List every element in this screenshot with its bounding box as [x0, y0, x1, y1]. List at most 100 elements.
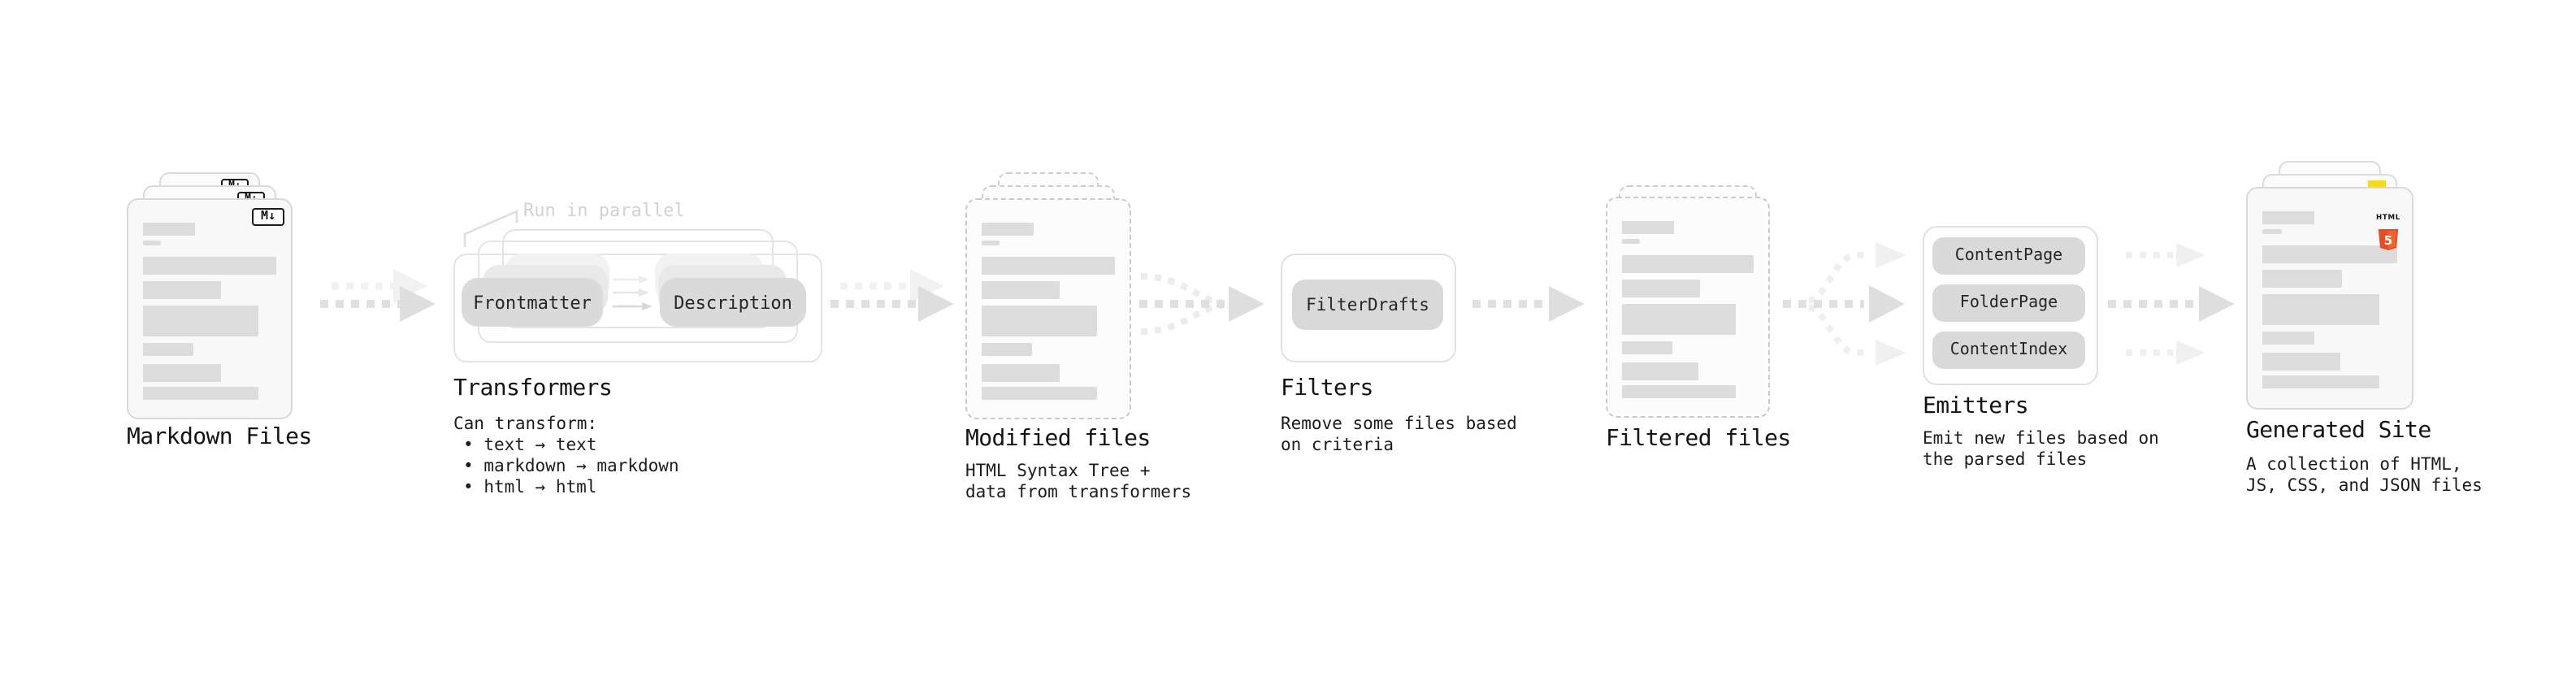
- placeholder-bar: [982, 281, 1060, 299]
- placeholder-bar: [143, 257, 276, 275]
- stage-title-emitters: Emitters: [1923, 393, 2029, 419]
- folderpage-pill: FolderPage: [1932, 284, 2085, 322]
- contentpage-pill: ContentPage: [1932, 237, 2085, 275]
- placeholder-bar: [143, 241, 162, 245]
- placeholder-text-bars: [1622, 221, 1754, 398]
- placeholder-bar: [982, 387, 1098, 400]
- arrow-body: [830, 286, 954, 322]
- filterdrafts-pill: FilterDrafts: [1292, 280, 1443, 330]
- merge-curve-top: [1140, 273, 1223, 306]
- bullet-text: text → text: [484, 436, 597, 455]
- placeholder-bar: [1622, 304, 1737, 335]
- arrow-body: [1783, 285, 1905, 323]
- fanout-branch-bottom: [1807, 304, 1906, 366]
- desc-line: HTML Syntax Tree +: [965, 462, 1151, 481]
- html5-icon: HTML 5: [2376, 195, 2400, 257]
- arrow-filtered-to-emitters: [1783, 242, 1906, 366]
- transform-bullet: markdown → markdown: [453, 457, 679, 478]
- placeholder-bar: [2262, 245, 2397, 263]
- placeholder-bar: [2262, 332, 2314, 345]
- transform-bullet: text → text: [453, 436, 679, 457]
- placeholder-bar: [1622, 239, 1641, 244]
- arrow-emitters-to-generated: [2108, 243, 2235, 365]
- transformers-notes: Can transform: text → text markdown → ma…: [453, 414, 679, 499]
- stage-title-generated-site: Generated Site: [2246, 418, 2431, 444]
- placeholder-bar: [1622, 341, 1672, 354]
- placeholder-bar: [143, 306, 259, 336]
- fanout-branch-top: [1807, 242, 1906, 304]
- transform-bullet: html → html: [453, 478, 679, 499]
- desc-line: on criteria: [1281, 436, 1394, 455]
- filtered-files-stack: [1606, 185, 1770, 418]
- placeholder-bar: [1622, 280, 1700, 297]
- desc-line: JS, CSS, and JSON files: [2246, 476, 2483, 496]
- placeholder-bar: [143, 364, 221, 382]
- desc-line: data from transformers: [965, 483, 1192, 502]
- parallel-arrow-middle: [2108, 286, 2235, 322]
- placeholder-bar: [982, 241, 1000, 245]
- placeholder-bar: [2262, 229, 2282, 234]
- html5-number: 5: [2384, 233, 2392, 248]
- generated-site-desc: A collection of HTML, JS, CSS, and JSON …: [2246, 455, 2483, 497]
- bullet-text: html → html: [484, 478, 597, 497]
- parallel-arrow-top: [2126, 243, 2205, 267]
- desc-line: the parsed files: [1923, 450, 2088, 470]
- stage-title-markdown-files: Markdown Files: [127, 424, 312, 450]
- placeholder-text-bars: [143, 223, 276, 400]
- filters-desc: Remove some files based on criteria: [1281, 414, 1517, 457]
- description-pill: Description: [660, 278, 806, 327]
- html5-shield: 5: [2378, 229, 2399, 250]
- placeholder-bar: [143, 343, 194, 356]
- emitters-desc: Emit new files based on the parsed files: [1923, 429, 2159, 471]
- placeholder-bar: [2262, 211, 2315, 224]
- placeholder-bar: [2262, 270, 2342, 288]
- modified-files-stack: [965, 172, 1131, 419]
- merge-curve-bottom: [1140, 302, 1223, 335]
- placeholder-bar: [1622, 221, 1674, 234]
- arrow-motion-ghost: [840, 269, 944, 303]
- filters-box: [1281, 254, 1456, 362]
- bullet-text: markdown → markdown: [484, 457, 679, 476]
- transformer-box: [453, 254, 822, 362]
- placeholder-bar: [143, 387, 259, 400]
- parallel-arrow-bottom: [2126, 340, 2205, 365]
- markdown-file-card: M↓: [127, 198, 293, 419]
- stage-title-filtered-files: Filtered files: [1606, 426, 1791, 452]
- desc-line: A collection of HTML,: [2246, 455, 2462, 475]
- contentindex-pill: ContentIndex: [1932, 332, 2085, 369]
- placeholder-bar: [1622, 255, 1754, 273]
- stage-title-filters: Filters: [1281, 375, 1373, 401]
- html-file-card: HTML 5: [2246, 187, 2413, 410]
- arrow-markdown-to-transformers: [320, 269, 436, 322]
- description-pill-stack: Description: [655, 254, 806, 327]
- placeholder-bar: [1622, 385, 1737, 398]
- placeholder-bar: [2262, 375, 2380, 388]
- placeholder-bar: [982, 306, 1098, 336]
- filtered-file-card: [1606, 197, 1770, 418]
- placeholder-bar: [143, 281, 222, 299]
- placeholder-bar: [143, 223, 195, 236]
- frontmatter-pill: Frontmatter: [462, 278, 603, 327]
- html5-label: HTML: [2376, 215, 2400, 223]
- arrow-motion-ghost: [332, 269, 427, 303]
- frontmatter-pill-stack: Frontmatter: [462, 254, 610, 327]
- stage-title-modified-files: Modified files: [965, 426, 1151, 452]
- desc-line: Emit new files based on: [1923, 429, 2159, 449]
- placeholder-bar: [982, 364, 1060, 382]
- run-in-parallel-label: Run in parallel: [523, 200, 685, 221]
- modified-files-desc: HTML Syntax Tree + data from transformer…: [965, 462, 1191, 504]
- arrow-filters-to-filtered: [1472, 286, 1585, 322]
- placeholder-bar: [2262, 294, 2380, 325]
- emitters-box: [1923, 226, 2098, 385]
- arrow-body: [1472, 286, 1585, 322]
- stage-title-transformers: Transformers: [453, 375, 613, 401]
- arrow-body: [1139, 286, 1264, 322]
- modified-file-card: [965, 198, 1131, 419]
- desc-line: Remove some files based: [1281, 414, 1517, 434]
- placeholder-text-bars: [982, 223, 1115, 400]
- transformers-subtitle: Can transform:: [453, 414, 598, 434]
- placeholder-bar: [1622, 362, 1698, 380]
- placeholder-bar: [982, 223, 1034, 236]
- arrow-body: [320, 286, 436, 322]
